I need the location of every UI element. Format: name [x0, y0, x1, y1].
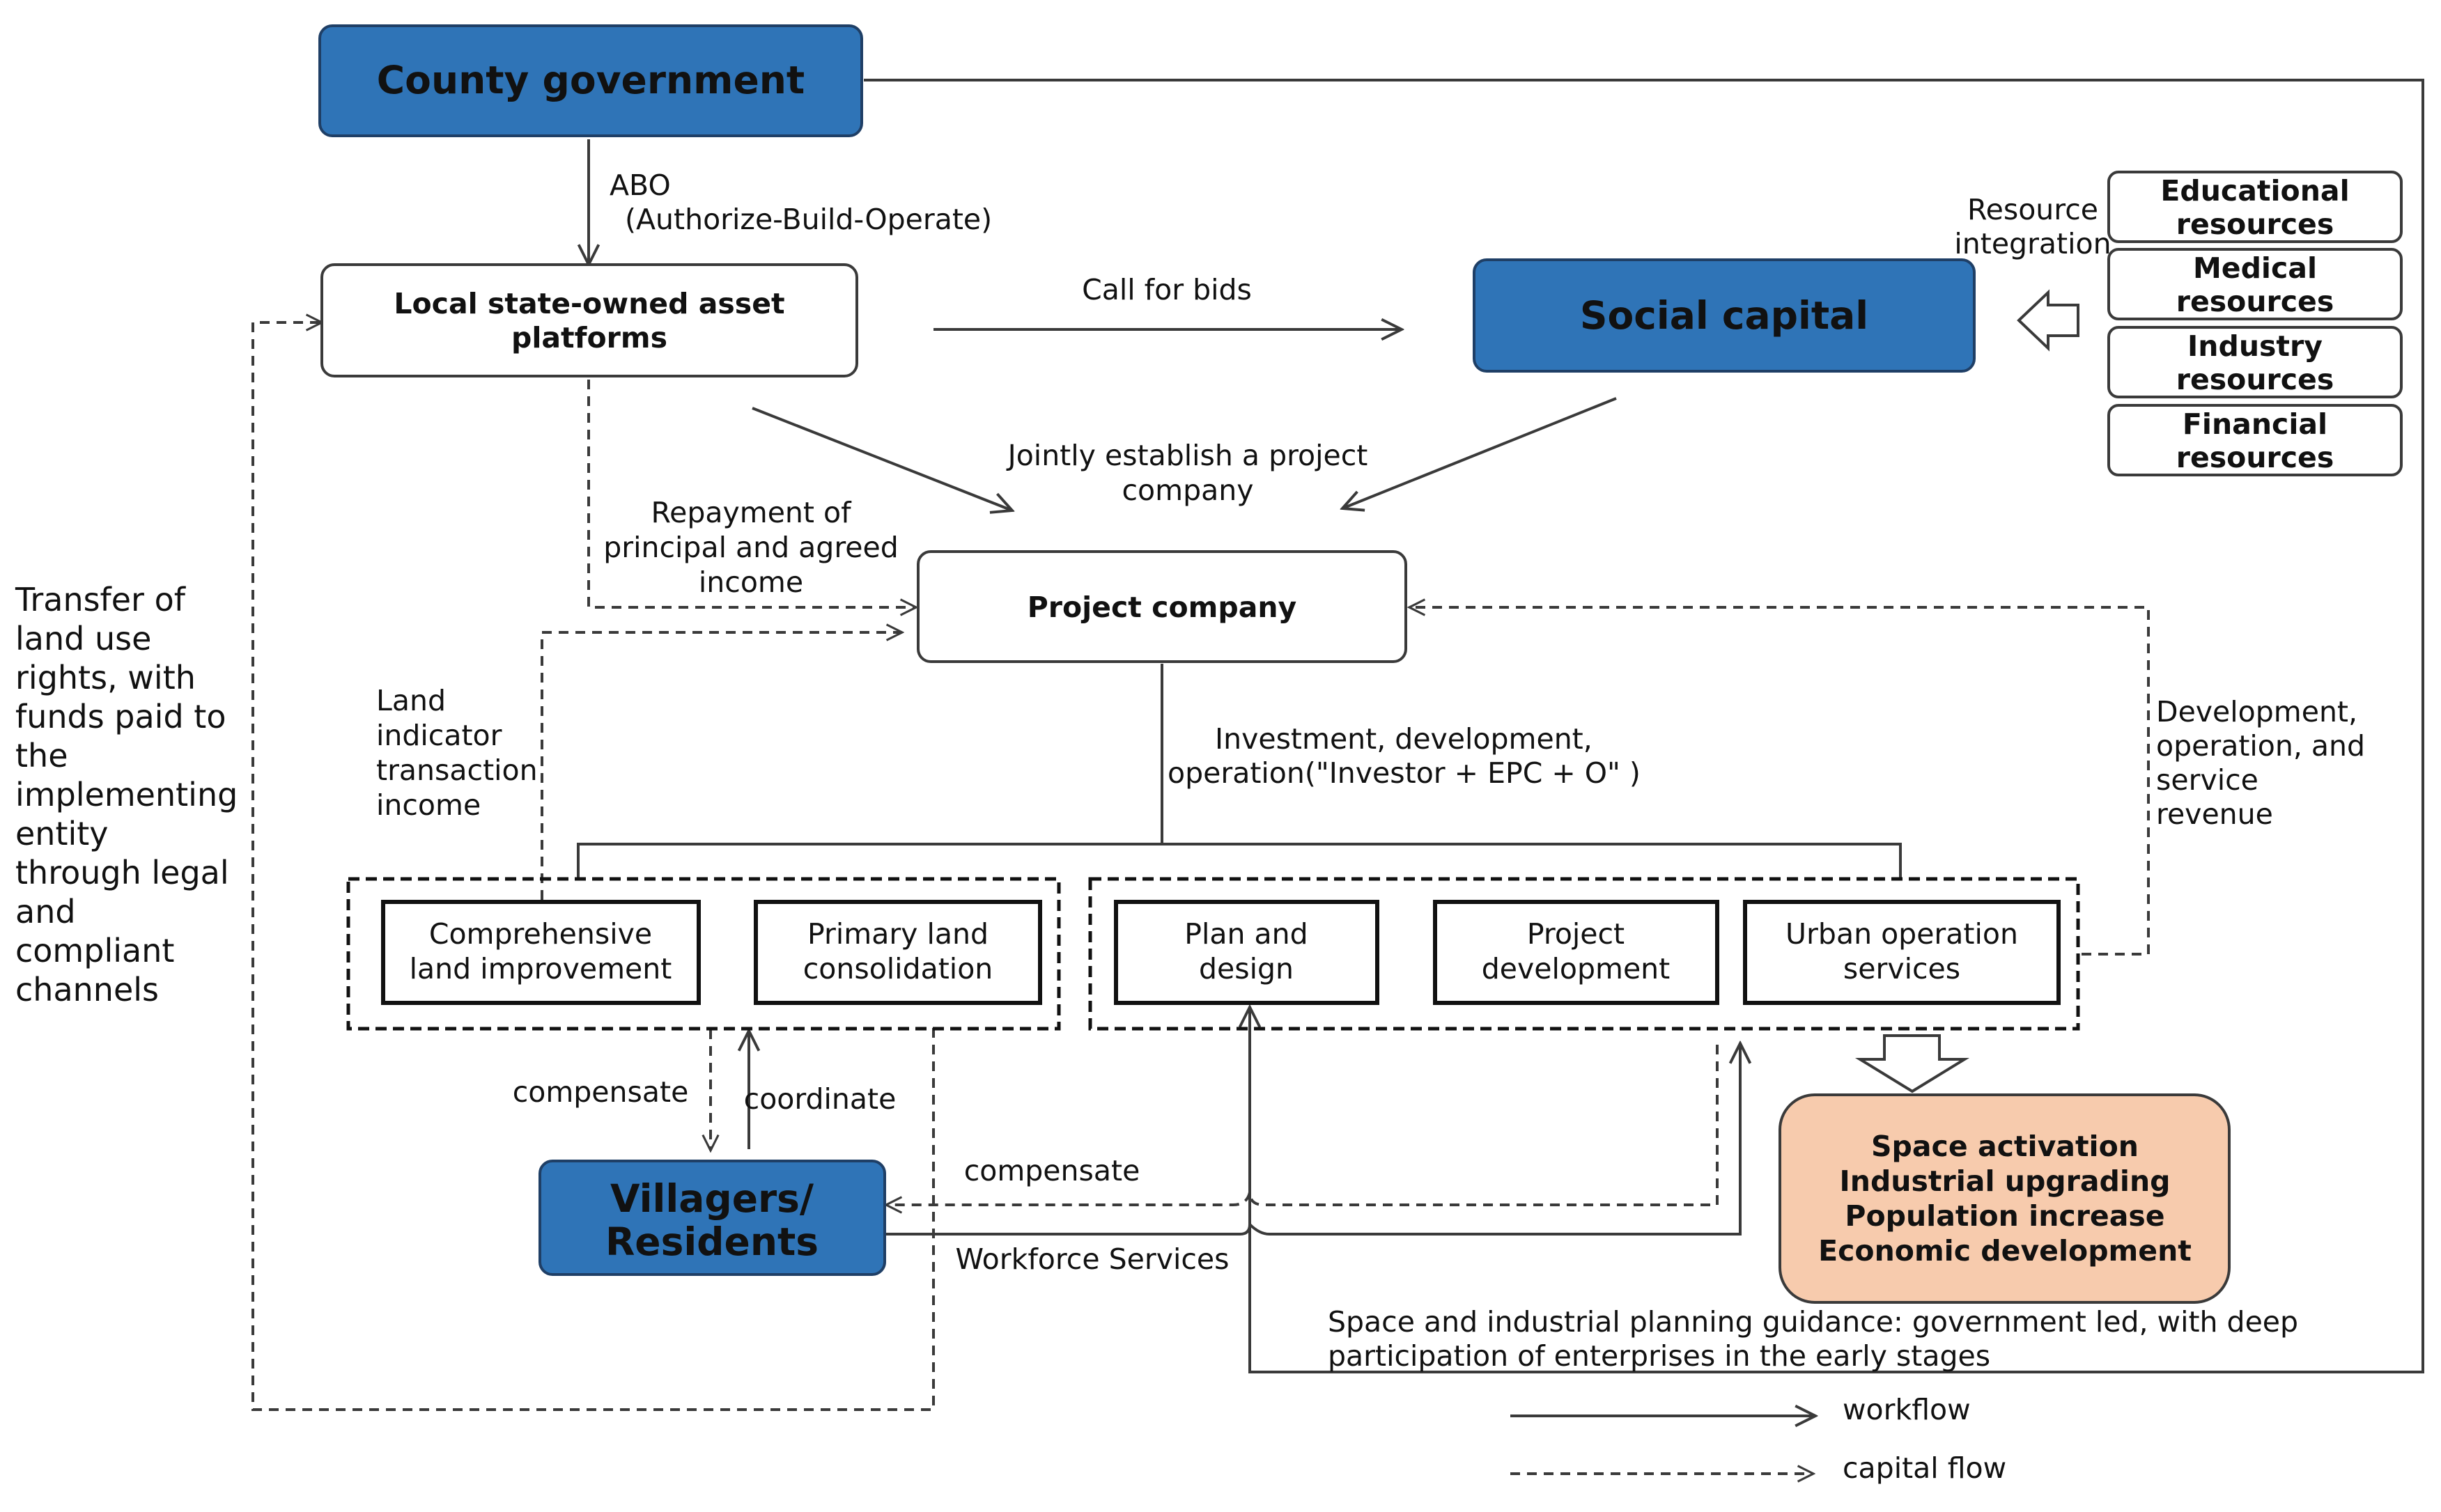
dev-revenue-label-3: service	[2156, 763, 2258, 797]
legend-workflow-label: workflow	[1843, 1393, 1971, 1426]
outcomes-box	[1779, 1093, 2231, 1304]
social-capital-box	[1473, 258, 1976, 373]
task-comprehensive-2: land improvement	[410, 952, 672, 985]
task-primary-land-2: consolidation	[803, 952, 993, 985]
project-company-box	[917, 550, 1407, 663]
transfer-loop-arrow	[251, 322, 935, 1411]
dev-revenue-label-4: revenue	[2156, 797, 2273, 831]
county-government-label: County government	[377, 58, 805, 102]
task-urban-operation-1: Urban operation	[1785, 917, 2018, 951]
task-box-project-dev	[1433, 900, 1719, 1005]
transfer-label-11: channels	[15, 971, 159, 1008]
resource-box-industry	[2107, 326, 2403, 398]
platform-to-company-arrow	[752, 407, 1012, 511]
compensate-left-label: compensate	[513, 1075, 689, 1109]
resource-integration-label-2: integration	[1954, 227, 2111, 260]
capital-to-company-arrow	[1342, 397, 1617, 508]
transfer-label-9: and	[15, 893, 76, 930]
right-task-group	[1088, 877, 2080, 1031]
transfer-label-7: entity	[15, 815, 109, 852]
jointly-establish-label-1: Jointly establish a project	[1006, 439, 1368, 472]
investment-label-1: Investment, development,	[1215, 722, 1593, 756]
task-comprehensive-1: Comprehensive	[429, 917, 652, 951]
legend-capital-flow-label: capital flow	[1843, 1451, 2006, 1485]
transfer-label-5: the	[15, 737, 68, 774]
transfer-label-1: Transfer of	[15, 581, 187, 618]
left-task-group	[346, 877, 1061, 1031]
planning-guidance-line	[864, 79, 2424, 1373]
project-company-label: Project company	[1028, 591, 1297, 624]
land-indicator-label-2: indicator	[376, 719, 502, 752]
repayment-arrow	[587, 380, 916, 607]
resource-financial-2: resources	[2176, 441, 2334, 474]
repayment-label-1: Repayment of	[651, 496, 852, 529]
task-box-primary-land	[754, 900, 1042, 1005]
task-box-plan-design	[1114, 900, 1379, 1005]
resource-hollow-arrow	[2017, 289, 2079, 352]
resource-medical-2: resources	[2176, 285, 2334, 318]
repayment-label-2: principal and agreed	[603, 531, 899, 564]
outcome-space-activation: Space activation	[1871, 1130, 2139, 1163]
social-capital-label: Social capital	[1580, 293, 1868, 338]
villagers-label-1: Villagers/	[610, 1176, 814, 1221]
workforce-arrow	[886, 1043, 1740, 1236]
compensate-mid-label: compensate	[964, 1154, 1140, 1187]
jointly-establish-label-2: company	[1122, 474, 1254, 507]
task-plan-design-1: Plan and	[1184, 917, 1308, 951]
planning-guidance-label-2: participation of enterprises in the earl…	[1328, 1339, 1990, 1373]
dev-revenue-label-1: Development,	[2156, 695, 2357, 728]
task-urban-operation-2: services	[1843, 952, 1960, 985]
resource-integration-label-1: Resource	[1967, 193, 2098, 226]
task-plan-design-2: design	[1199, 952, 1294, 985]
outcome-industrial-upgrading: Industrial upgrading	[1840, 1164, 2171, 1198]
repayment-label-3: income	[699, 566, 803, 599]
task-primary-land-1: Primary land	[807, 917, 989, 951]
outcome-population-increase: Population increase	[1845, 1199, 2164, 1233]
dev-revenue-arrow	[1409, 607, 2150, 956]
villagers-label-2: Residents	[605, 1219, 819, 1264]
coordinate-label: coordinate	[744, 1082, 897, 1116]
land-indicator-label-3: transaction	[376, 754, 538, 787]
outcome-hollow-arrow	[1854, 1034, 1970, 1093]
resource-medical-1: Medical	[2193, 251, 2317, 285]
abo-label-1: ABO	[610, 169, 671, 202]
compensate-arrow-mid	[886, 1045, 1719, 1205]
villagers-box	[538, 1160, 886, 1276]
abo-label-2: (Authorize-Build-Operate)	[625, 203, 992, 236]
transfer-label-4: funds paid to	[15, 698, 226, 735]
investment-label-2: operation("Investor + EPC + O" )	[1168, 756, 1641, 790]
dev-revenue-label-2: operation, and	[2156, 729, 2365, 763]
resource-educational-2: resources	[2176, 208, 2334, 241]
resource-box-medical	[2107, 248, 2403, 320]
task-project-dev-1: Project	[1527, 917, 1625, 951]
resource-box-financial	[2107, 404, 2403, 476]
land-indicator-label-1: Land	[376, 684, 446, 717]
transfer-label-8: through legal	[15, 854, 229, 891]
resource-educational-1: Educational	[2160, 174, 2349, 208]
transfer-label-2: land use	[15, 620, 151, 657]
resource-industry-1: Industry	[2187, 329, 2323, 363]
workforce-label: Workforce Services	[956, 1242, 1230, 1276]
resource-financial-1: Financial	[2183, 407, 2327, 441]
outcome-economic-development: Economic development	[1818, 1234, 2192, 1268]
task-project-dev-2: development	[1482, 952, 1670, 985]
land-indicator-label-4: income	[376, 788, 481, 822]
county-government-box	[318, 24, 863, 137]
transfer-label-6: implementing	[15, 776, 238, 813]
resource-industry-2: resources	[2176, 363, 2334, 396]
local-platforms-label-1: Local state-owned asset	[394, 287, 784, 320]
transfer-label-3: rights, with	[15, 659, 196, 696]
resource-box-educational	[2107, 171, 2403, 243]
local-platforms-box	[320, 263, 858, 377]
land-indicator-arrow	[541, 632, 902, 900]
task-box-comprehensive	[381, 900, 701, 1005]
planning-guidance-label-1: Space and industrial planning guidance: …	[1328, 1305, 2298, 1339]
task-box-urban-operation	[1743, 900, 2061, 1005]
call-for-bids-label: Call for bids	[1082, 273, 1252, 306]
company-tree-branch	[577, 843, 1902, 879]
local-platforms-label-2: platforms	[511, 321, 667, 354]
transfer-label-10: compliant	[15, 932, 174, 969]
